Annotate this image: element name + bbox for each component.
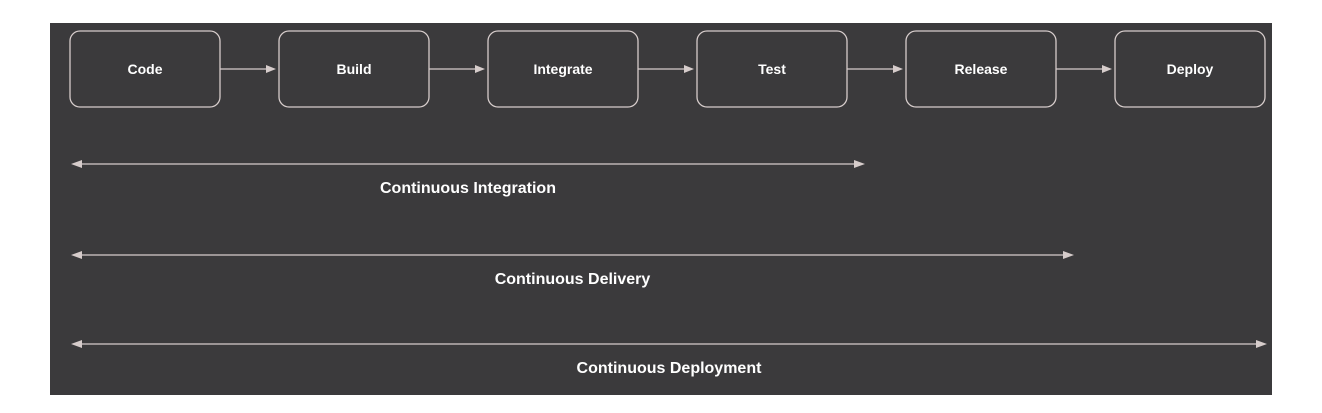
connector-arrow (220, 65, 276, 73)
stage-release: Release (905, 30, 1057, 108)
stage-label: Deploy (1167, 61, 1214, 77)
stage-build: Build (278, 30, 430, 108)
stage-label: Build (337, 61, 372, 77)
span-continuous-integration: Continuous Integration (71, 160, 865, 197)
span-label: Continuous Deployment (577, 360, 763, 377)
stage-label: Test (758, 61, 786, 77)
stage-code: Code (69, 30, 221, 108)
span-continuous-deployment: Continuous Deployment (71, 340, 1267, 377)
span-continuous-delivery: Continuous Delivery (71, 251, 1074, 288)
stage-integrate: Integrate (487, 30, 639, 108)
span-label: Continuous Delivery (495, 271, 651, 288)
span-arrow-left (71, 160, 82, 168)
span-arrow-left (71, 251, 82, 259)
connector-arrow (847, 65, 903, 73)
stage-test: Test (696, 30, 848, 108)
stage-label: Release (955, 61, 1008, 77)
stage-deploy: Deploy (1114, 30, 1266, 108)
connector-arrow (429, 65, 485, 73)
connector-arrow (1056, 65, 1112, 73)
span-arrow-left (71, 340, 82, 348)
span-arrow-right (854, 160, 865, 168)
span-label: Continuous Integration (380, 180, 556, 197)
diagram-canvas: Code Build Integrate Test Release Deploy Cont… (69, 30, 1267, 377)
stage-label: Code (128, 61, 163, 77)
span-arrow-right (1063, 251, 1074, 259)
stage-box (1114, 30, 1266, 108)
ci-cd-diagram: Code Build Integrate Test Release Deploy Cont… (50, 23, 1272, 395)
stage-connectors (220, 65, 1112, 73)
span-arrow-right (1256, 340, 1267, 348)
connector-arrow (638, 65, 694, 73)
stage-label: Integrate (533, 61, 592, 77)
